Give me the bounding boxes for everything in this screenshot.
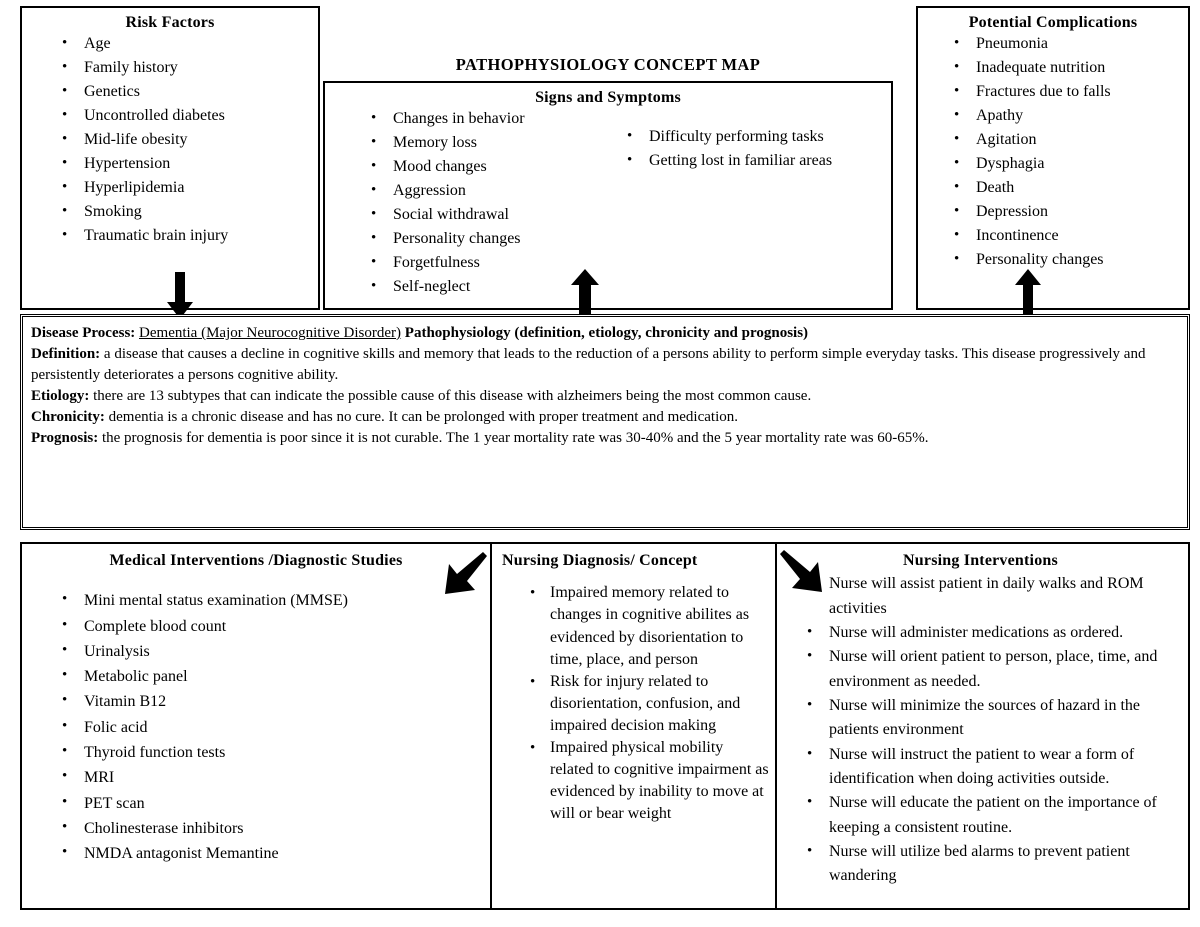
nursing-interventions-box: Nursing Interventions Nurse will assist … [777, 544, 1188, 908]
list-item: Self-neglect [331, 275, 621, 299]
list-item: Traumatic brain injury [26, 224, 314, 248]
list-item: Mood changes [331, 155, 621, 179]
medical-interventions-list: Mini mental status examination (MMSE) Co… [26, 588, 486, 866]
list-item: Risk for injury related to disorientatio… [498, 671, 769, 737]
list-item: Pneumonia [922, 32, 1184, 56]
prognosis-text: the prognosis for dementia is poor since… [101, 430, 929, 446]
nursing-interventions-list: Nurse will assist patient in daily walks… [781, 572, 1180, 888]
signs-column-left: Changes in behavior Memory loss Mood cha… [331, 107, 621, 299]
definition-line: Definition: a disease that causes a decl… [31, 344, 1179, 386]
list-item: Nurse will minimize the sources of hazar… [781, 694, 1180, 743]
list-item: Mid-life obesity [26, 128, 314, 152]
diagonal-arrow-icon-down-right [778, 550, 826, 603]
definition-label: Definition: [31, 346, 101, 362]
list-item: Metabolic panel [26, 664, 486, 689]
list-item: Family history [26, 56, 314, 80]
list-item: Smoking [26, 200, 314, 224]
nursing-diagnosis-list: Impaired memory related to changes in co… [498, 582, 769, 825]
list-item: Urinalysis [26, 639, 486, 664]
list-item: PET scan [26, 791, 486, 816]
risk-factors-title: Risk Factors [125, 14, 215, 31]
list-item: Uncontrolled diabetes [26, 104, 314, 128]
list-item: Depression [922, 200, 1184, 224]
list-item: Nurse will administer medications as ord… [781, 621, 1180, 645]
disease-process-box: Disease Process: Dementia (Major Neuroco… [20, 314, 1190, 530]
list-item: Nurse will assist patient in daily walks… [781, 572, 1180, 621]
medical-interventions-box: Medical Interventions /Diagnostic Studie… [22, 544, 492, 908]
potential-complications-box: Potential Complications Pneumonia Inadeq… [916, 6, 1190, 310]
signs-and-symptoms-columns: Changes in behavior Memory loss Mood cha… [331, 107, 885, 299]
list-item: Personality changes [331, 227, 621, 251]
etiology-label: Etiology: [31, 388, 90, 404]
list-item: Death [922, 176, 1184, 200]
list-item: Nurse will instruct the patient to wear … [781, 743, 1180, 792]
list-item: Inadequate nutrition [922, 56, 1184, 80]
list-item: Memory loss [331, 131, 621, 155]
list-item: Nurse will utilize bed alarms to prevent… [781, 840, 1180, 889]
list-item: Cholinesterase inhibitors [26, 816, 486, 841]
list-item: Genetics [26, 80, 314, 104]
list-item: Mini mental status examination (MMSE) [26, 588, 486, 613]
list-item: Agitation [922, 128, 1184, 152]
list-item: Hyperlipidemia [26, 176, 314, 200]
disease-name: Dementia (Major Neurocognitive Disorder) [139, 325, 402, 341]
signs-and-symptoms-box: Signs and Symptoms Changes in behavior M… [323, 81, 893, 310]
list-item: Impaired memory related to changes in co… [498, 582, 769, 670]
list-item: Apathy [922, 104, 1184, 128]
etiology-line: Etiology: there are 13 subtypes that can… [31, 386, 1179, 407]
up-arrow-icon-complications [1014, 268, 1042, 323]
risk-factors-list: Age Family history Genetics Uncontrolled… [26, 32, 314, 248]
disease-process-label: Disease Process: [31, 325, 136, 341]
up-arrow-icon-signs-symptoms [570, 268, 600, 323]
list-item: Forgetfulness [331, 251, 621, 275]
list-item: Nurse will orient patient to person, pla… [781, 645, 1180, 694]
bottom-row-container: Medical Interventions /Diagnostic Studie… [20, 542, 1190, 910]
chronicity-label: Chronicity: [31, 409, 105, 425]
list-item: Dysphagia [922, 152, 1184, 176]
list-item: Impaired physical mobility related to co… [498, 737, 769, 825]
down-arrow-icon-risk-factors [166, 272, 194, 325]
list-item: Getting lost in familiar areas [621, 149, 851, 173]
chronicity-line: Chronicity: dementia is a chronic diseas… [31, 407, 1179, 428]
nursing-diagnosis-box: Nursing Diagnosis/ Concept Impaired memo… [492, 544, 777, 908]
definition-text: a disease that causes a decline in cogni… [31, 346, 1146, 383]
diagonal-arrow-icon-down-left [443, 552, 489, 603]
list-item: Complete blood count [26, 614, 486, 639]
signs-and-symptoms-title: Signs and Symptoms [535, 89, 681, 106]
disease-process-heading: Disease Process: Dementia (Major Neuroco… [31, 323, 1179, 344]
signs-column-right: Difficulty performing tasks Getting lost… [621, 107, 851, 173]
potential-complications-title: Potential Complications [968, 14, 1138, 31]
list-item: Aggression [331, 179, 621, 203]
etiology-text: there are 13 subtypes that can indicate … [93, 388, 812, 404]
list-item: Social withdrawal [331, 203, 621, 227]
nursing-diagnosis-title: Nursing Diagnosis/ Concept [502, 552, 698, 569]
list-item: Hypertension [26, 152, 314, 176]
medical-interventions-title: Medical Interventions /Diagnostic Studie… [109, 552, 403, 569]
pathophysiology-label: Pathophysiology (definition, etiology, c… [404, 325, 809, 341]
signs-list-right: Difficulty performing tasks Getting lost… [621, 125, 851, 173]
list-item: Personality changes [922, 248, 1184, 272]
list-item: Fractures due to falls [922, 80, 1184, 104]
signs-list-left: Changes in behavior Memory loss Mood cha… [331, 107, 621, 299]
prognosis-line: Prognosis: the prognosis for dementia is… [31, 428, 1179, 449]
list-item: Changes in behavior [331, 107, 621, 131]
risk-factors-box: Risk Factors Age Family history Genetics… [20, 6, 320, 310]
list-item: Vitamin B12 [26, 689, 486, 714]
list-item: NMDA antagonist Memantine [26, 841, 486, 866]
chronicity-text: dementia is a chronic disease and has no… [108, 409, 738, 425]
list-item: Nurse will educate the patient on the im… [781, 791, 1180, 840]
list-item: Difficulty performing tasks [621, 125, 851, 149]
list-item: Thyroid function tests [26, 740, 486, 765]
page-title: PATHOPHYSIOLOGY CONCEPT MAP [455, 55, 761, 74]
list-item: Age [26, 32, 314, 56]
list-item: MRI [26, 765, 486, 790]
potential-complications-list: Pneumonia Inadequate nutrition Fractures… [922, 32, 1184, 272]
list-item: Incontinence [922, 224, 1184, 248]
prognosis-label: Prognosis: [31, 430, 99, 446]
nursing-interventions-title: Nursing Interventions [903, 552, 1058, 569]
list-item: Folic acid [26, 715, 486, 740]
